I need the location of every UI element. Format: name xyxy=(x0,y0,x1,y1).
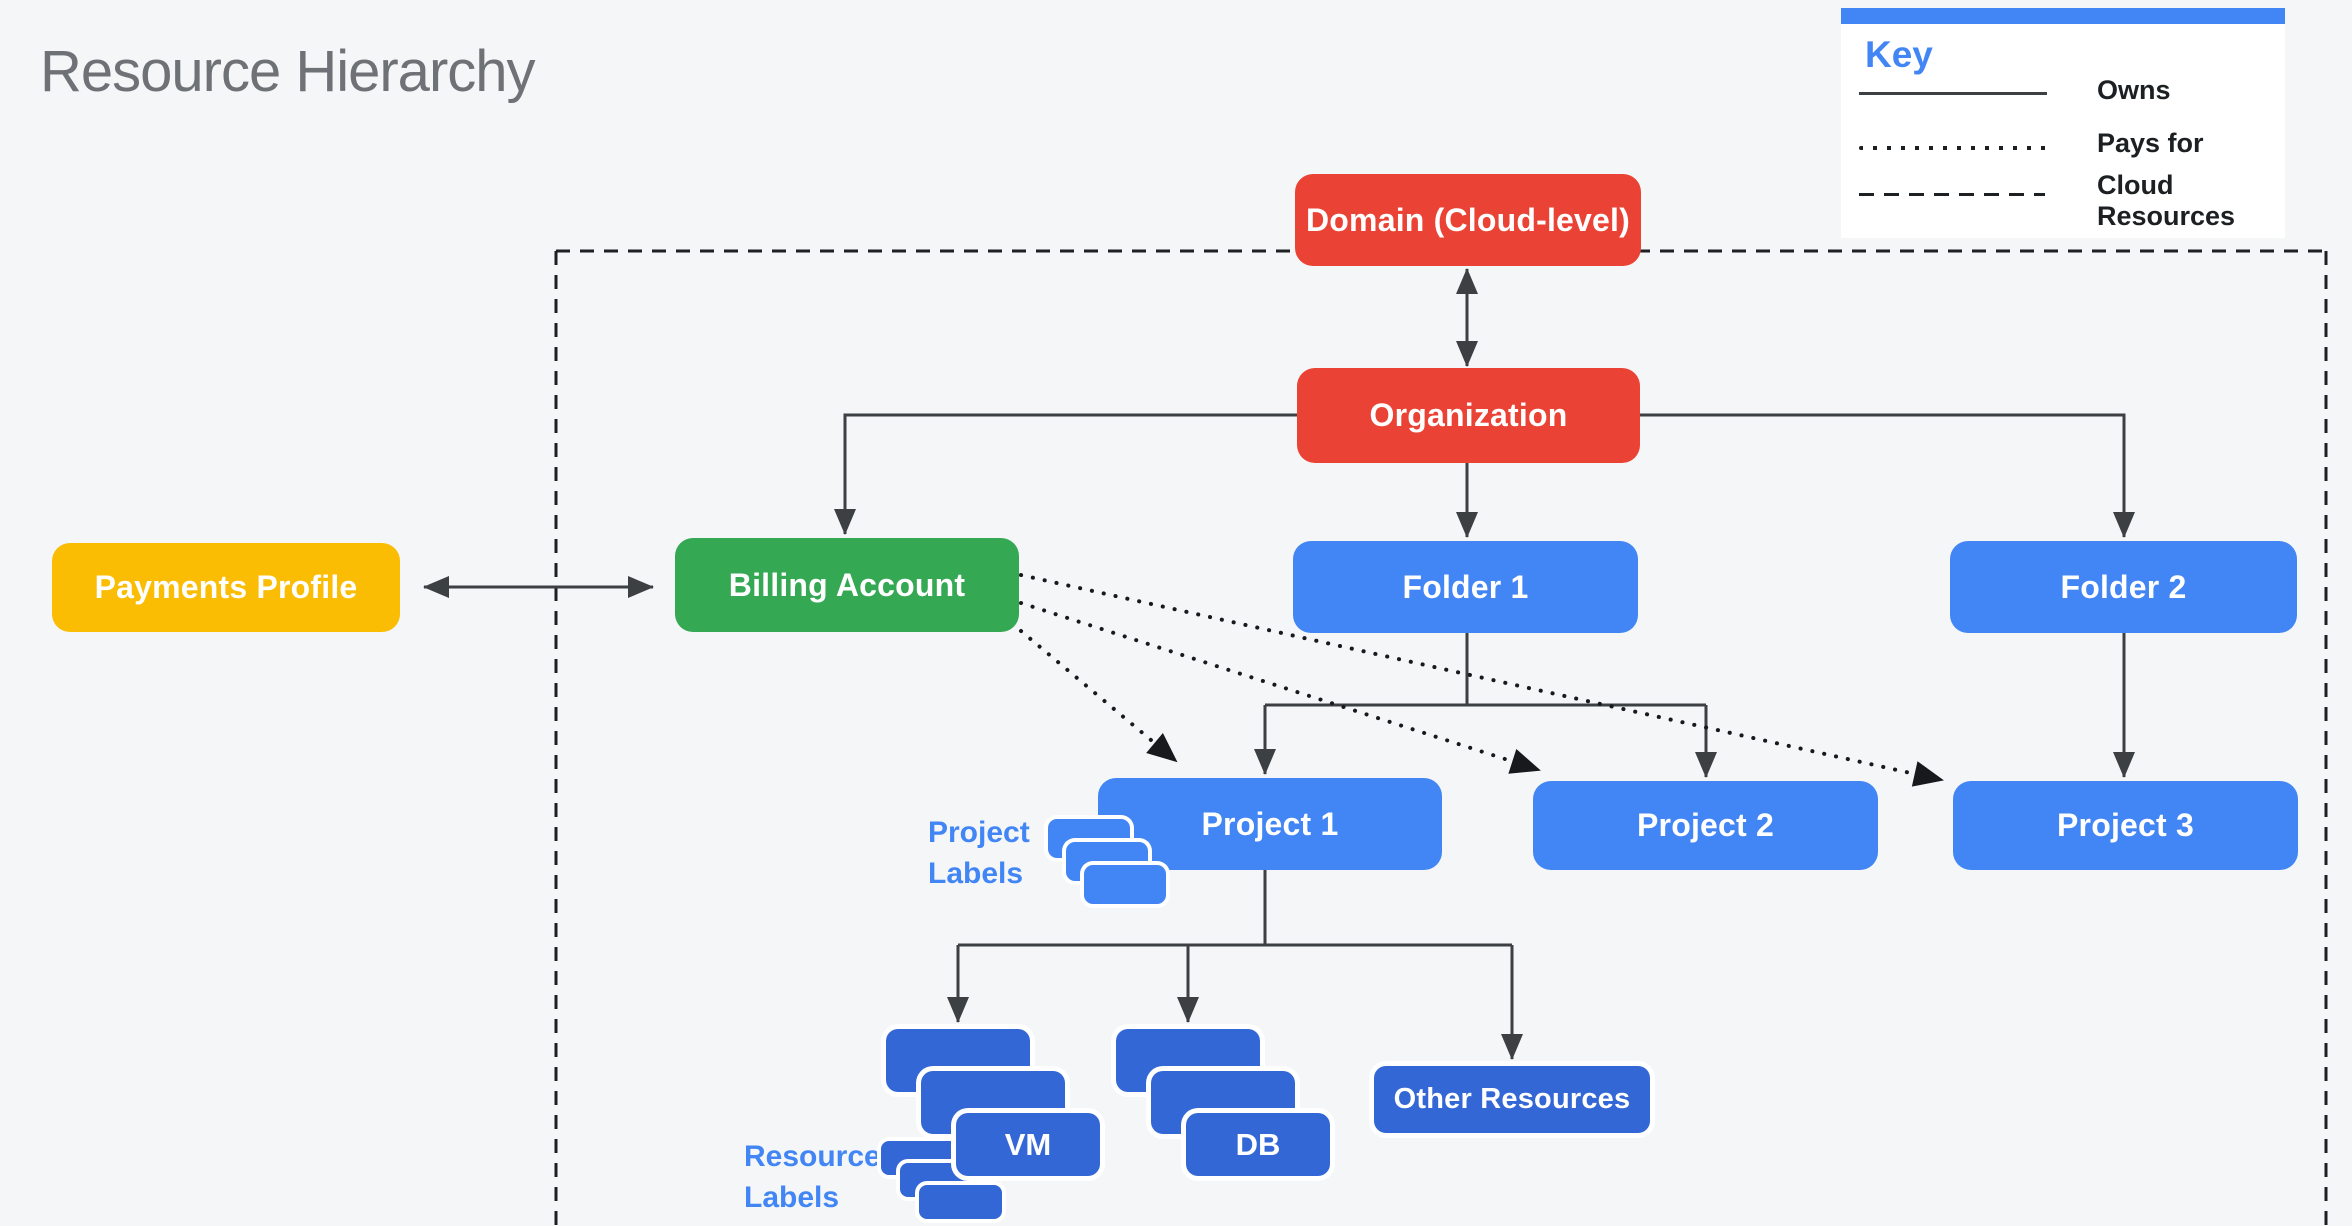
node-vm: VM xyxy=(956,1113,1100,1176)
resource-labels-line1: Resource xyxy=(744,1140,881,1173)
legend-solid-line-sample xyxy=(1859,92,2047,95)
legend-dotted-line-sample xyxy=(1859,146,2051,150)
resource-label-chip-icon xyxy=(919,1185,1002,1219)
node-folder-1: Folder 1 xyxy=(1293,541,1638,633)
resource-labels-line2: Labels xyxy=(744,1181,840,1214)
edge-billing-project3-paysfor xyxy=(1019,573,1944,787)
legend-owns-label: Owns xyxy=(2097,75,2171,105)
legend-title: Key xyxy=(1865,34,1933,75)
legend-cloud-resources-label: Cloud Resources xyxy=(2097,170,2236,231)
node-domain: Domain (Cloud-level) xyxy=(1295,174,1641,266)
node-other-resources: Other Resources xyxy=(1374,1066,1650,1133)
project-labels-caption: Project Labels xyxy=(928,812,1030,894)
project-label-chip-icon xyxy=(1084,865,1166,904)
legend-dashed-line-sample xyxy=(1859,193,2045,196)
legend: Key Owns Pays for Cloud Resources xyxy=(1841,8,2285,238)
node-project-1: Project 1 xyxy=(1098,778,1442,870)
legend-paysfor-label: Pays for xyxy=(2097,128,2204,158)
node-project-2: Project 2 xyxy=(1533,781,1878,870)
node-payments-profile: Payments Profile xyxy=(52,543,400,632)
cloud-resources-boundary xyxy=(554,249,2328,1226)
resource-labels-caption: Resource Labels xyxy=(744,1136,881,1218)
page-title: Resource Hierarchy xyxy=(40,39,536,104)
edge-billing-project1-paysfor xyxy=(1019,629,1178,763)
node-project-3: Project 3 xyxy=(1953,781,2298,870)
edge-organization-billing xyxy=(834,413,1297,535)
project-labels-line2: Labels xyxy=(928,857,1024,890)
node-organization: Organization xyxy=(1297,368,1640,463)
node-folder-2: Folder 2 xyxy=(1950,541,2297,633)
node-billing-account: Billing Account xyxy=(675,538,1019,632)
edge-organization-folder2 xyxy=(1640,413,2135,538)
legend-accent-bar xyxy=(1841,8,2285,24)
node-db: DB xyxy=(1186,1113,1330,1176)
project-labels-line1: Project xyxy=(928,816,1030,849)
